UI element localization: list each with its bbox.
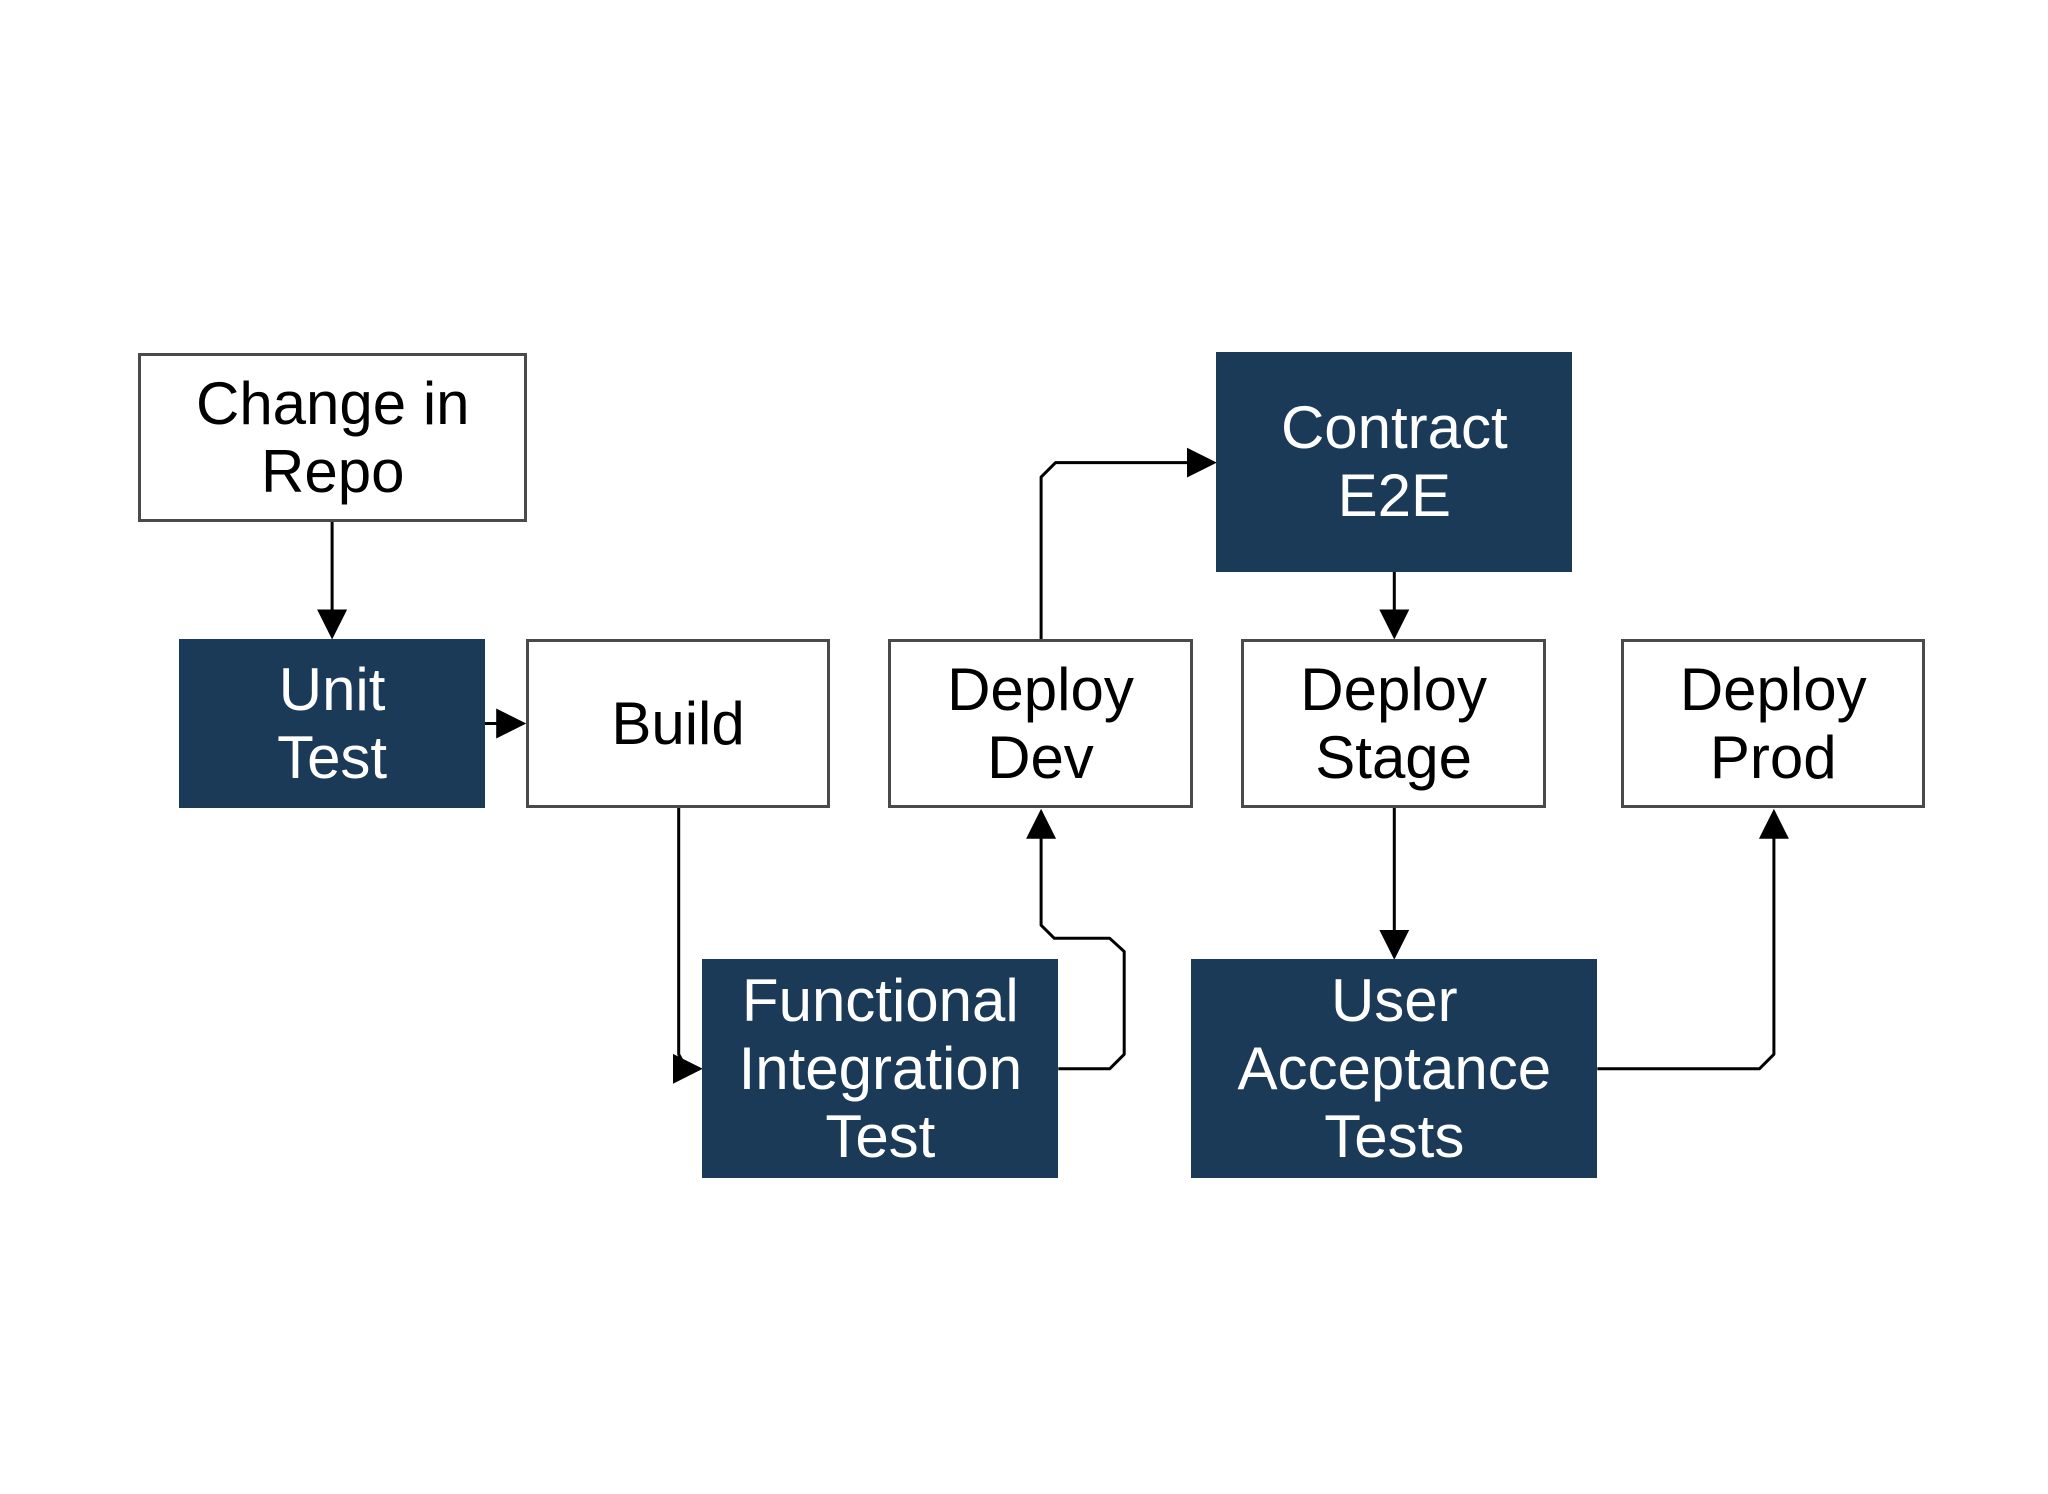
node-label: Integration — [738, 1034, 1023, 1102]
node-label: Dev — [987, 723, 1094, 791]
node-label: Repo — [261, 437, 405, 505]
node-label: Functional — [741, 966, 1019, 1034]
edge-deploy-dev-to-contract-e2e — [1039, 447, 1217, 640]
node-label: Test — [825, 1102, 936, 1170]
edge-build-to-functional-integration-test — [672, 807, 703, 1084]
edge-user-acceptance-tests-to-deploy-prod — [1597, 808, 1789, 1071]
node-label: Stage — [1315, 723, 1473, 791]
edge-functional-integration-test-to-deploy-dev — [1026, 808, 1126, 1071]
node-label: E2E — [1337, 461, 1452, 529]
node-label: Change in — [195, 369, 470, 437]
node-label: Prod — [1709, 723, 1837, 791]
node-label: Build — [611, 689, 745, 757]
node-label: Deploy — [1300, 655, 1488, 723]
node-label: Contract — [1280, 393, 1508, 461]
node-build: Build — [525, 639, 831, 808]
node-label: Tests — [1324, 1102, 1465, 1170]
node-label: Unit — [278, 655, 386, 723]
node-label: Deploy — [1679, 655, 1867, 723]
node-label: Test — [277, 723, 388, 791]
node-label: Acceptance — [1237, 1034, 1552, 1102]
node-label: Deploy — [947, 655, 1134, 723]
node-label: User — [1330, 966, 1458, 1034]
